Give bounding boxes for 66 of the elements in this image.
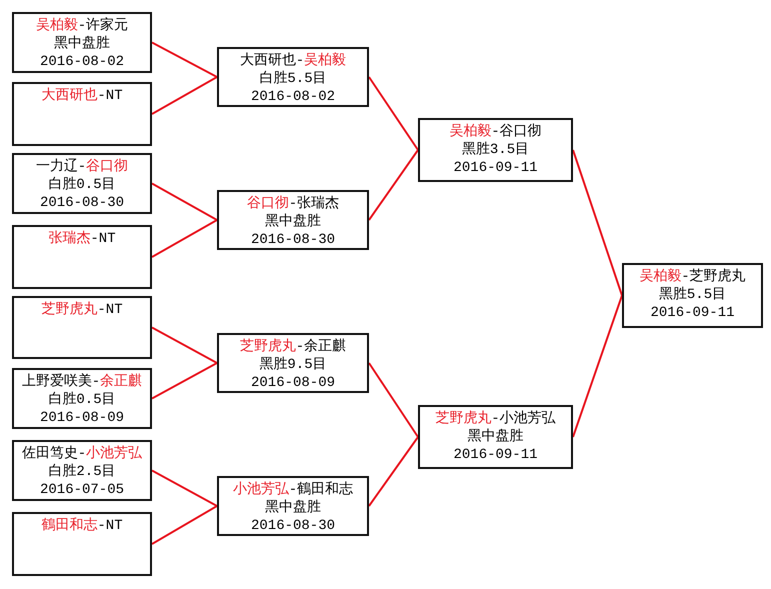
bracket-line (152, 362, 218, 400)
bracket-line (152, 470, 218, 507)
player-names: 吴柏毅-芝野虎丸 (638, 268, 747, 286)
game-date: 2016-08-30 (250, 231, 336, 249)
bracket-line (152, 505, 218, 545)
game-result: 黑胜5.5目 (658, 286, 728, 304)
game-result: 黑中盘胜 (264, 499, 322, 517)
bracket-line (572, 150, 623, 296)
game-result: 白胜0.5目 (47, 176, 117, 194)
match-box (217, 476, 369, 536)
match-box (12, 153, 152, 214)
game-date: 2016-08-02 (250, 88, 336, 106)
player-names: 芝野虎丸-NT (40, 301, 124, 319)
bracket-line (152, 182, 218, 221)
game-date: 2016-08-02 (38, 53, 125, 71)
match-box (12, 368, 152, 429)
bracket-line (152, 326, 218, 364)
player-names: 张瑞杰-NT (47, 230, 117, 248)
game-date: 2016-08-09 (250, 374, 336, 392)
match-box (217, 47, 369, 107)
player-names: 谷口彻-张瑞杰 (246, 195, 340, 213)
game-result: 黑中盘胜 (53, 35, 111, 53)
game-result: 黑胜3.5目 (460, 141, 530, 159)
game-result: 白胜2.5目 (47, 463, 117, 481)
game-result: 黑胜9.5目 (258, 356, 328, 374)
player-names: 佐田笃史-小池芳弘 (20, 445, 144, 463)
player-names: 吴柏毅-谷口彻 (448, 123, 543, 141)
match-box (12, 225, 152, 289)
player-names: 一力辽-谷口彻 (34, 158, 130, 176)
match-box (12, 296, 152, 359)
bracket-line (152, 42, 218, 78)
match-box (217, 333, 369, 393)
bracket-line (572, 295, 623, 438)
match-box (12, 512, 152, 576)
bracket-line (368, 362, 419, 438)
game-date: 2016-08-30 (38, 194, 125, 212)
bracket-line (368, 149, 419, 221)
match-box (418, 118, 573, 182)
game-result: 白胜5.5目 (258, 70, 328, 88)
match-box (622, 263, 763, 328)
match-box (217, 190, 369, 250)
player-names: 小池芳弘-鶴田和志 (232, 481, 354, 499)
match-box (12, 82, 152, 146)
game-date: 2016-08-09 (38, 409, 125, 427)
game-date: 2016-09-11 (452, 159, 538, 177)
game-result: 黑中盘胜 (264, 213, 322, 231)
player-names: 大西研也-NT (40, 87, 124, 105)
match-box (418, 405, 573, 469)
game-date: 2016-07-05 (38, 481, 125, 499)
game-date: 2016-08-30 (250, 517, 336, 535)
match-box (12, 440, 152, 501)
player-names: 上野爱咲美-余正麒 (20, 373, 144, 391)
bracket-line (368, 76, 419, 151)
game-result: 黑中盘胜 (466, 428, 524, 446)
bracket-line (152, 76, 218, 115)
match-box (12, 12, 152, 73)
game-date: 2016-09-11 (649, 304, 736, 322)
player-names: 芝野虎丸-小池芳弘 (434, 410, 557, 428)
game-result: 白胜0.5目 (47, 391, 117, 409)
bracket-line (368, 436, 419, 507)
player-names: 芝野虎丸-余正麒 (238, 338, 348, 356)
player-names: 吴柏毅-许家元 (34, 17, 130, 35)
player-names: 鶴田和志-NT (40, 517, 124, 535)
player-names: 大西研也-吴柏毅 (238, 52, 348, 70)
bracket-line (152, 219, 218, 258)
game-date: 2016-09-11 (452, 446, 538, 464)
